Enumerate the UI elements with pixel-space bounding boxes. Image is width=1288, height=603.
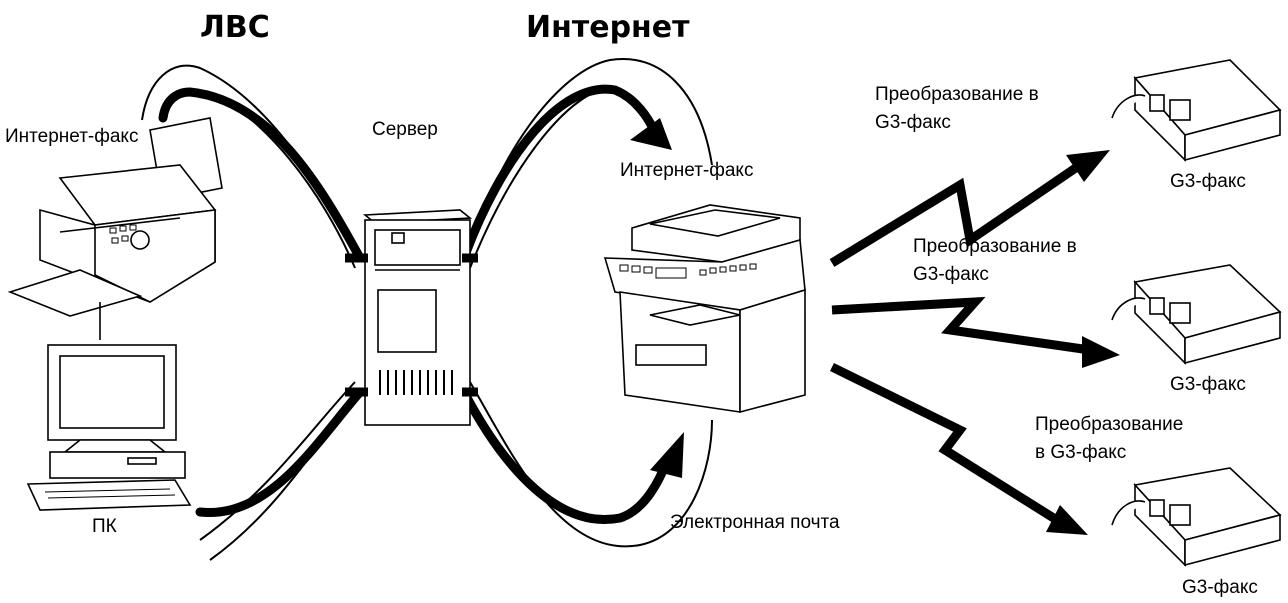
lan-flow-bottom — [195, 387, 365, 517]
label-conversion-1-line2: G3-факс — [875, 112, 951, 133]
g3-fax-device-top — [1111, 59, 1282, 162]
label-conversion-1-line1: Преобразование в — [875, 84, 1039, 105]
label-g3-fax-bottom: G3-факс — [1182, 577, 1258, 598]
g3-arrowheads — [1046, 150, 1120, 535]
server-links — [345, 253, 478, 397]
label-server: Сервер — [372, 119, 438, 140]
pc-device — [26, 344, 192, 511]
lan-flow-top — [158, 87, 365, 263]
label-conversion-3-line1: Преобразование — [1035, 414, 1183, 435]
label-conversion-2-line2: G3-факс — [913, 264, 989, 285]
label-conversion-2-line1: Преобразование в — [913, 236, 1077, 257]
heading-lan: ЛВС — [200, 10, 270, 45]
g3-fax-device-bottom — [1111, 467, 1282, 567]
internet-flow-bottom — [459, 387, 673, 524]
ifax-center-device — [603, 204, 806, 414]
label-conversion-3-line2: в G3-факс — [1035, 442, 1126, 463]
label-email: Электронная почта — [670, 512, 840, 533]
internet-arrowhead-top — [630, 118, 672, 150]
g3-links — [829, 161, 1091, 526]
ifax-left-device — [7, 117, 223, 317]
label-g3-fax-top: G3-факс — [1170, 171, 1246, 192]
g3-fax-device-mid — [1111, 264, 1282, 365]
server-device — [362, 209, 473, 426]
internet-arrowhead-bottom — [650, 432, 684, 478]
internet-flow-top — [459, 84, 663, 263]
label-g3-fax-mid: G3-факс — [1170, 374, 1246, 395]
heading-internet: Интернет — [526, 10, 690, 45]
label-pc: ПК — [92, 516, 117, 537]
label-ifax-left: Интернет-факс — [5, 126, 138, 147]
label-ifax-center: Интернет-факс — [620, 160, 753, 181]
